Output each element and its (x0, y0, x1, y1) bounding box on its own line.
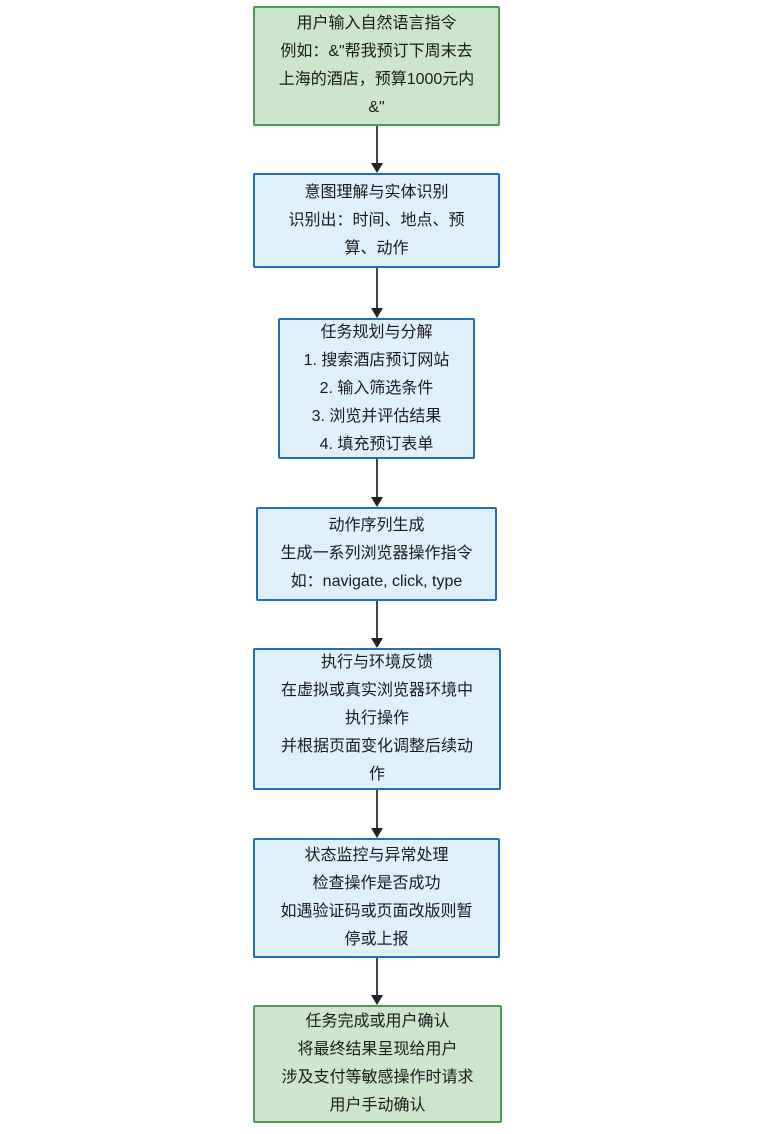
node-user-input: 用户输入自然语言指令 例如：&"帮我预订下周末去 上海的酒店，预算1000元内 … (253, 6, 500, 126)
arrow-down-icon (371, 497, 383, 507)
arrow-line (376, 126, 378, 163)
flow-arrow (371, 459, 383, 507)
node-text-line: 作 (368, 766, 385, 783)
arrow-line (376, 601, 378, 638)
node-text-line: 意图理解与实体识别 (304, 183, 449, 201)
arrow-line (376, 459, 378, 497)
node-text-line: 任务完成或用户确认 (305, 1013, 450, 1030)
node-text-line: 如：navigate, click, type (290, 573, 463, 590)
node-intent-entity: 意图理解与实体识别 识别出：时间、地点、预 算、动作 (253, 173, 500, 268)
flow-arrow (371, 601, 383, 648)
flow-arrow (371, 958, 383, 1005)
node-task-completion: 任务完成或用户确认 将最终结果呈现给用户 涉及支付等敏感操作时请求 用户手动确认 (253, 1005, 502, 1123)
arrow-line (376, 958, 378, 995)
node-text-line: 停或上报 (344, 931, 409, 948)
arrow-line (376, 790, 378, 828)
node-action-sequence: 动作序列生成 生成一系列浏览器操作指令 如：navigate, click, t… (256, 507, 497, 601)
flow-arrow (371, 790, 383, 838)
arrow-down-icon (371, 638, 383, 648)
node-text-line: 任务规划与分解 (320, 323, 433, 341)
node-text-line: 如遇验证码或页面改版则暂 (280, 903, 473, 920)
node-text-line: 并根据页面变化调整后续动 (280, 738, 473, 755)
node-text-line: 执行与环境反馈 (320, 654, 433, 671)
node-text-line: 用户输入自然语言指令 (296, 15, 457, 32)
node-execution-feedback: 执行与环境反馈 在虚拟或真实浏览器环境中 执行操作 并根据页面变化调整后续动 作 (253, 648, 501, 790)
arrow-down-icon (371, 308, 383, 318)
node-text-line: &" (368, 99, 385, 116)
node-text-line: 用户手动确认 (329, 1097, 426, 1114)
node-text-line: 执行操作 (344, 710, 409, 727)
node-text-line: 3. 浏览并评估结果 (311, 407, 442, 425)
node-text-line: 上海的酒店，预算1000元内 (278, 71, 475, 88)
node-task-planning: 任务规划与分解 1. 搜索酒店预订网站 2. 输入筛选条件 3. 浏览并评估结果… (278, 318, 475, 459)
node-text-line: 例如：&"帮我预订下周末去 (280, 43, 473, 60)
node-text-line: 识别出：时间、地点、预 (288, 211, 465, 229)
arrow-down-icon (371, 995, 383, 1005)
node-status-monitoring: 状态监控与异常处理 检查操作是否成功 如遇验证码或页面改版则暂 停或上报 (253, 838, 500, 958)
flow-arrow (371, 126, 383, 173)
node-text-line: 动作序列生成 (328, 517, 425, 534)
arrow-down-icon (371, 163, 383, 173)
node-text-line: 2. 输入筛选条件 (319, 379, 434, 397)
arrow-down-icon (371, 828, 383, 838)
node-text-line: 状态监控与异常处理 (304, 847, 449, 864)
node-text-line: 检查操作是否成功 (312, 875, 441, 892)
node-text-line: 生成一系列浏览器操作指令 (280, 545, 473, 562)
node-text-line: 1. 搜索酒店预订网站 (303, 351, 450, 369)
node-text-line: 将最终结果呈现给用户 (297, 1041, 458, 1058)
node-text-line: 4. 填充预订表单 (319, 435, 434, 453)
node-text-line: 涉及支付等敏感操作时请求 (281, 1069, 474, 1086)
arrow-line (376, 268, 378, 308)
flow-arrow (371, 268, 383, 318)
node-text-line: 在虚拟或真实浏览器环境中 (280, 682, 473, 699)
node-text-line: 算、动作 (344, 239, 409, 257)
